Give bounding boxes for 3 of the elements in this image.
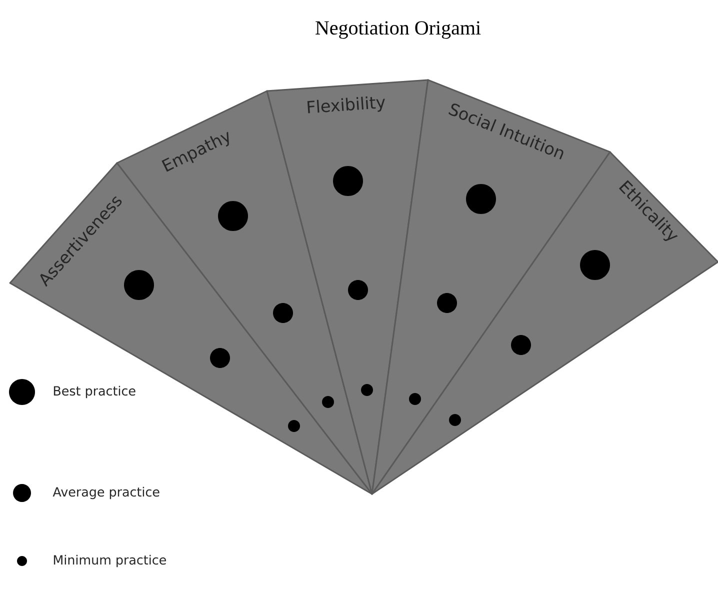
title: Negotiation Origami (316, 21, 481, 39)
wedge-panel: Flexibility (266, 79, 429, 495)
legend-label: Minimum practice (54, 554, 166, 568)
